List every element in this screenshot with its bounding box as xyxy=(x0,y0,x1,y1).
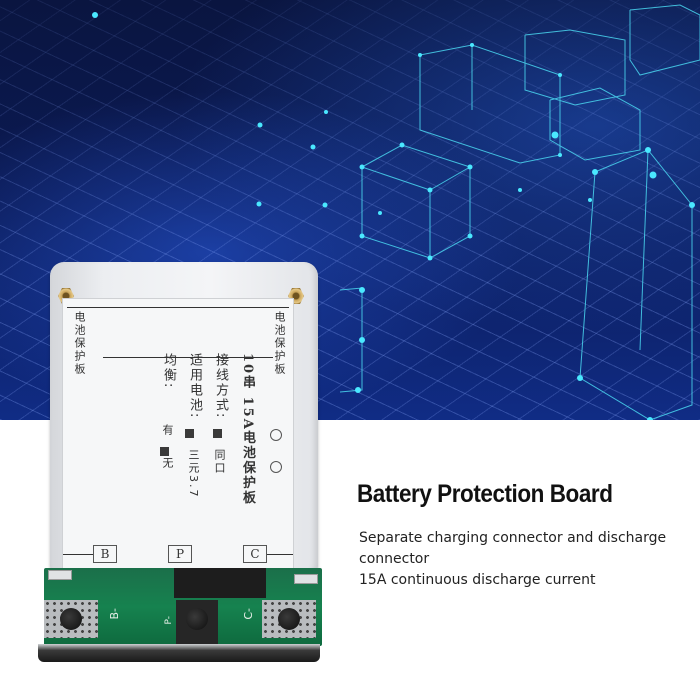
product-title: Battery Protection Board xyxy=(357,480,613,508)
terminal-hole-b xyxy=(60,608,82,630)
terminal-hole-p xyxy=(186,608,208,630)
sticker-wiring-label: 接线方式: xyxy=(213,353,228,420)
smd-component xyxy=(48,570,72,580)
checkbox-wiring xyxy=(213,429,222,438)
battery-protection-board-photo: 电池保护板 电池保护板 10串 15A电池保护板 接线方式: 同口 适用电池: … xyxy=(38,262,324,672)
pcb-marking-b: B- xyxy=(108,608,121,620)
checkbox-balance-no xyxy=(160,447,169,456)
sticker-title: 10串 15A电池保护板 xyxy=(240,353,255,506)
smd-component xyxy=(294,574,318,584)
terminal-c-box: C xyxy=(243,545,267,563)
checkbox-battery xyxy=(185,429,194,438)
pcb-insulation-base xyxy=(38,644,320,662)
feature-line: connector xyxy=(359,551,430,567)
mosfet-block xyxy=(174,568,266,598)
pcb-marking-p: P- xyxy=(164,616,174,625)
sticker-balance-no: 无 xyxy=(161,457,174,470)
sticker-wiring-value: 同口 xyxy=(213,449,226,475)
pcb-marking-c: C- xyxy=(242,608,255,620)
feature-line: 15A continuous discharge current xyxy=(359,572,596,588)
feature-list: Separate charging connector and discharg… xyxy=(359,528,694,591)
sticker-battery-value: 三元3.7 xyxy=(187,449,200,499)
label-circle-2 xyxy=(270,461,282,473)
sticker-balance-yes: 有 xyxy=(161,424,174,437)
terminal-p-box: P xyxy=(168,545,192,563)
sticker-battery-label: 适用电池: xyxy=(187,353,202,420)
sticker-side-right: 电池保护板 xyxy=(273,311,286,376)
sticker-side-left: 电池保护板 xyxy=(73,311,86,376)
sticker-balance-label: 均衡: xyxy=(161,353,176,390)
pcb-green-board: B- P- C- xyxy=(44,568,322,646)
wireframe-cubes xyxy=(92,4,700,420)
label-circle-1 xyxy=(270,429,282,441)
feature-line: Separate charging connector and discharg… xyxy=(359,530,667,546)
terminal-b-box: B xyxy=(93,545,117,563)
terminal-hole-c xyxy=(278,608,300,630)
product-sticker: 电池保护板 电池保护板 10串 15A电池保护板 接线方式: 同口 适用电池: … xyxy=(62,298,294,572)
